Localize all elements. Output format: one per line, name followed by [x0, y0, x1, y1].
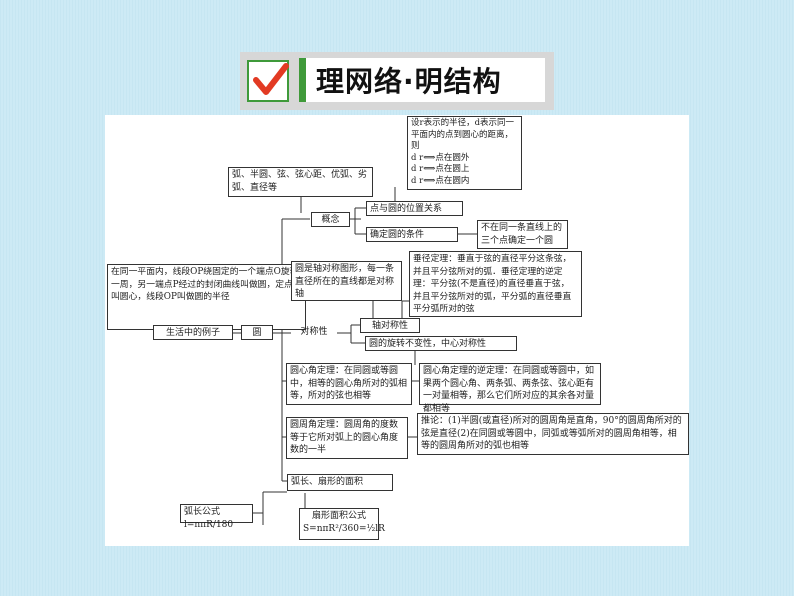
axis-symmetry-node: 轴对称性 — [360, 318, 420, 333]
concept-node: 概念 — [311, 212, 350, 227]
inscribed-angle-node: 圆周角定理：圆周角的度数等于它所对弧上的圆心角度数的一半 — [286, 417, 408, 459]
definitions-node: 弧、半圆、弦、弦心距、优弧、劣弧、直径等 — [228, 167, 373, 197]
three-points-node: 不在同一条直线上的三个点确定一个圆 — [477, 220, 568, 249]
arc-sector-node: 弧长、扇形的面积 — [287, 474, 393, 491]
point-circle-condition-node: 设r表示的半径，d表示同一平面内的点到圆心的距离，则 d r⟺点在圆外 d r⟺… — [407, 116, 522, 190]
point-circle-relation-node: 点与圆的位置关系 — [366, 201, 463, 216]
life-example-node: 生活中的例子 — [153, 325, 233, 340]
axis-symmetry-figure-node: 圆是轴对称图形，每一条直径所在的直线都是对称轴 — [291, 261, 402, 301]
inference-node: 推论：(1)半圆(或直径)所对的圆周角是直角，90°的圆周角所对的弦是直径(2)… — [417, 413, 689, 455]
rotation-node: 圆的旋转不变性，中心对称性 — [365, 336, 517, 351]
symmetry-node: 对称性 — [300, 327, 328, 337]
perpendicular-chord-node: 垂径定理：垂直于弦的直径平分这条弦，并且平分弦所对的弧．垂径定理的逆定理：平分弦… — [409, 251, 582, 317]
determine-circle-node: 确定圆的条件 — [366, 227, 458, 242]
central-angle-node: 圆心角定理：在同圆或等圆中，相等的圆心角所对的弧相等，所对的弦也相等 — [286, 363, 412, 405]
circle-definition-node: 在同一平面内，线段OP绕固定的一个端点O旋转一周，另一端点P经过的封闭曲线叫做圆… — [107, 264, 306, 330]
title-box: 理网络·明结构 — [299, 58, 545, 102]
arc-length-formula-node: 弧长公式l=nπR/180 — [180, 504, 253, 530]
circle-node: 圆 — [241, 325, 273, 340]
concept-map: 弧、半圆、弦、弦心距、优弧、劣弧、直径等 设r表示的半径，d表示同一平面内的点到… — [105, 115, 689, 546]
central-angle-inverse-node: 圆心角定理的逆定理：在同圆或等圆中，如果两个圆心角、两条弧、两条弦、弦心距有一对… — [419, 363, 601, 414]
checkmark-icon — [247, 60, 289, 102]
page-title: 理网络·明结构 — [316, 65, 502, 98]
sector-area-formula-node: 扇形面积公式 S=nπR²/360=½lR — [299, 508, 385, 540]
